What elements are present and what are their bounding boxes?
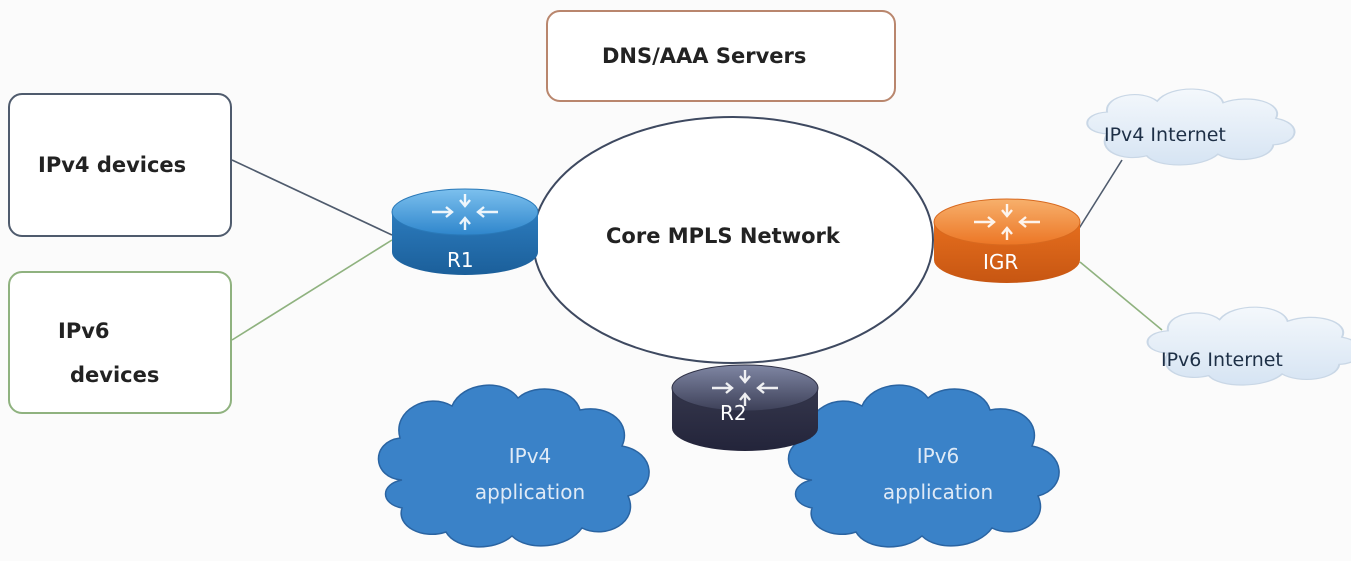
ipv6-application-cloud [787,384,1060,548]
ipv6-internet-label: IPv6 Internet [1161,349,1283,371]
ipv4-application-line1: IPv4 [508,444,552,468]
ipv6-devices-line1: IPv6 [58,319,110,343]
ipv6-devices-label: IPv6 devices [58,309,159,397]
router-igr [933,198,1081,283]
cloud-icon [1146,306,1351,387]
link-igr-ipv4-internet [1077,159,1123,231]
ipv6-application-line2: application [882,480,994,504]
router-r1 [391,188,539,275]
ipv6-internet-cloud [1146,306,1351,387]
ipv4-application-label: IPv4 application [430,438,630,510]
ipv6-devices-box: IPv6 devices [8,271,232,414]
router-r2-label: R2 [720,401,747,425]
ipv6-application-label: IPv6 application [838,438,1038,510]
ipv6-devices-line2: devices [70,363,160,387]
ipv4-internet-label: IPv4 Internet [1104,124,1226,146]
ipv4-application-line2: application [474,480,586,504]
ipv4-devices-box: IPv4 devices [8,93,232,237]
core-mpls-network-label: Core MPLS Network [606,224,840,248]
ipv4-application-cloud [377,384,650,548]
cloud-icon [787,384,1060,548]
dns-aaa-servers-box: DNS/AAA Servers [546,10,896,102]
router-igr-label: IGR [983,250,1019,274]
ipv6-application-line1: IPv6 [916,444,960,468]
link-igr-ipv6-internet [1079,261,1163,331]
link-ipv4-devices-r1 [231,159,393,236]
dns-aaa-servers-label: DNS/AAA Servers [602,44,807,68]
ipv4-devices-label: IPv4 devices [38,153,187,177]
link-ipv6-devices-r1 [231,239,393,341]
router-r1-label: R1 [447,248,474,272]
cloud-icon [377,384,650,548]
router-r2 [671,364,819,451]
